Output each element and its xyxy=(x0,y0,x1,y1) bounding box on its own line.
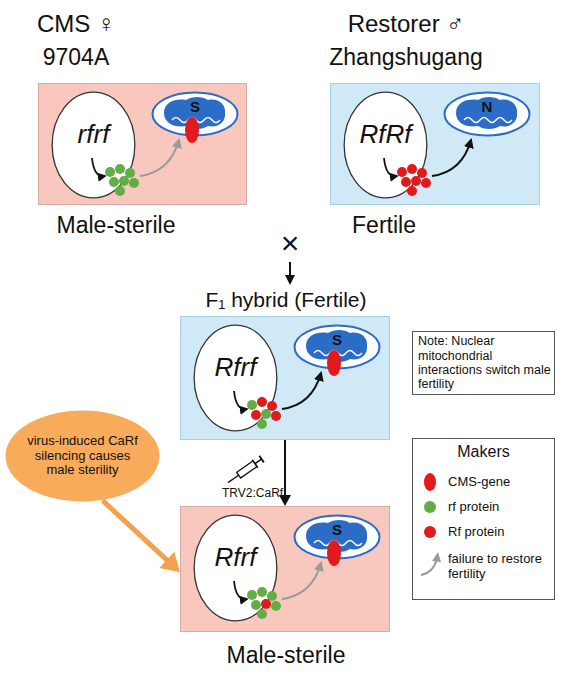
syringe-flange xyxy=(252,460,258,468)
mitochondrion: S xyxy=(293,514,381,560)
silencing-arrow xyxy=(102,500,180,572)
protein-swatch xyxy=(424,526,436,538)
f1-hybrid-box: F₁ hybrid (Fertile)RfrfS xyxy=(180,316,390,440)
nucleus-ellipse: rfrf xyxy=(51,91,136,199)
mitochondrion: N xyxy=(443,91,531,137)
gray-arrow-swatch xyxy=(421,559,437,575)
process-arrow xyxy=(279,440,291,506)
vector-label: TRV2:CaRf xyxy=(222,486,284,502)
legend-swatch xyxy=(418,497,444,517)
line-name: Zhangshugang xyxy=(306,43,506,71)
genotype-label: rfrf xyxy=(51,105,136,165)
cross-arrow xyxy=(289,262,291,283)
syringe-plunger xyxy=(255,459,262,464)
callout-text: virus-induced CaRf silencing causes male… xyxy=(19,420,146,492)
arrow-head xyxy=(159,552,180,572)
cms-gene-swatch xyxy=(424,473,436,491)
mitochondrion: S xyxy=(293,324,381,370)
genotype-label: RfRf xyxy=(343,105,428,165)
vigs-callout-ellipse-shape xyxy=(6,411,160,502)
silenced-f1-box: Male-sterileRfrfS xyxy=(180,506,390,632)
parent-heading: CMS ♀ xyxy=(0,9,166,39)
phenotype-label: Male-sterile xyxy=(41,211,191,239)
cytoplasm-type-label: S xyxy=(151,93,239,121)
syringe-icon xyxy=(225,455,264,487)
legend-swatch xyxy=(418,549,444,585)
nucleus-ellipse: Rfrf xyxy=(193,324,278,432)
genotype-label: Rfrf xyxy=(193,338,278,398)
arrow-head xyxy=(279,495,291,506)
legend-text: rf protein xyxy=(448,497,552,517)
mitochondrion: S xyxy=(151,91,239,137)
syringe-needle xyxy=(228,475,239,482)
vigs-callout-ellipse: virus-induced CaRf silencing causes male… xyxy=(5,410,160,502)
parent-heading: Restorer ♂ xyxy=(306,9,506,39)
syringe-handle xyxy=(259,456,264,463)
cytoplasm-type-label: S xyxy=(293,516,381,544)
nucleus-ellipse: Rfrf xyxy=(193,514,278,622)
legend-text: Rf protein xyxy=(448,522,552,542)
gray-arrow-head xyxy=(432,552,441,562)
hybrid-heading: F₁ hybrid (Fertile) xyxy=(136,286,436,314)
note-text: Note: Nuclear mitochondrial interactions… xyxy=(418,334,552,392)
restorer-line-box: Restorer ♂ZhangshugangFertileRfRfN xyxy=(330,83,540,205)
nucleus-ellipse: RfRf xyxy=(343,91,428,199)
protein-swatch xyxy=(424,501,436,513)
genotype-label: Rfrf xyxy=(193,528,278,588)
phenotype-label: Male-sterile xyxy=(211,641,361,669)
legend-text: failure to restore fertility xyxy=(448,549,552,585)
legend-swatch xyxy=(418,472,444,492)
cross-symbol: × xyxy=(276,226,304,260)
phenotype-label: Fertile xyxy=(309,211,459,239)
line-name: 9704A xyxy=(0,43,166,71)
silencing-arrow-line xyxy=(102,500,169,562)
process-arrow-line xyxy=(284,440,286,497)
legend-text: CMS-gene xyxy=(448,472,552,492)
cms-line-box: CMS ♀9704AMale-sterilerfrfS xyxy=(38,83,247,205)
legend-title: Makers xyxy=(412,441,555,463)
cytoplasm-type-label: N xyxy=(443,93,531,121)
cytoplasm-type-label: S xyxy=(293,326,381,354)
note-box: Note: Nuclear mitochondrial interactions… xyxy=(412,331,555,395)
syringe-barrel xyxy=(237,461,257,478)
legend-swatch xyxy=(418,522,444,542)
